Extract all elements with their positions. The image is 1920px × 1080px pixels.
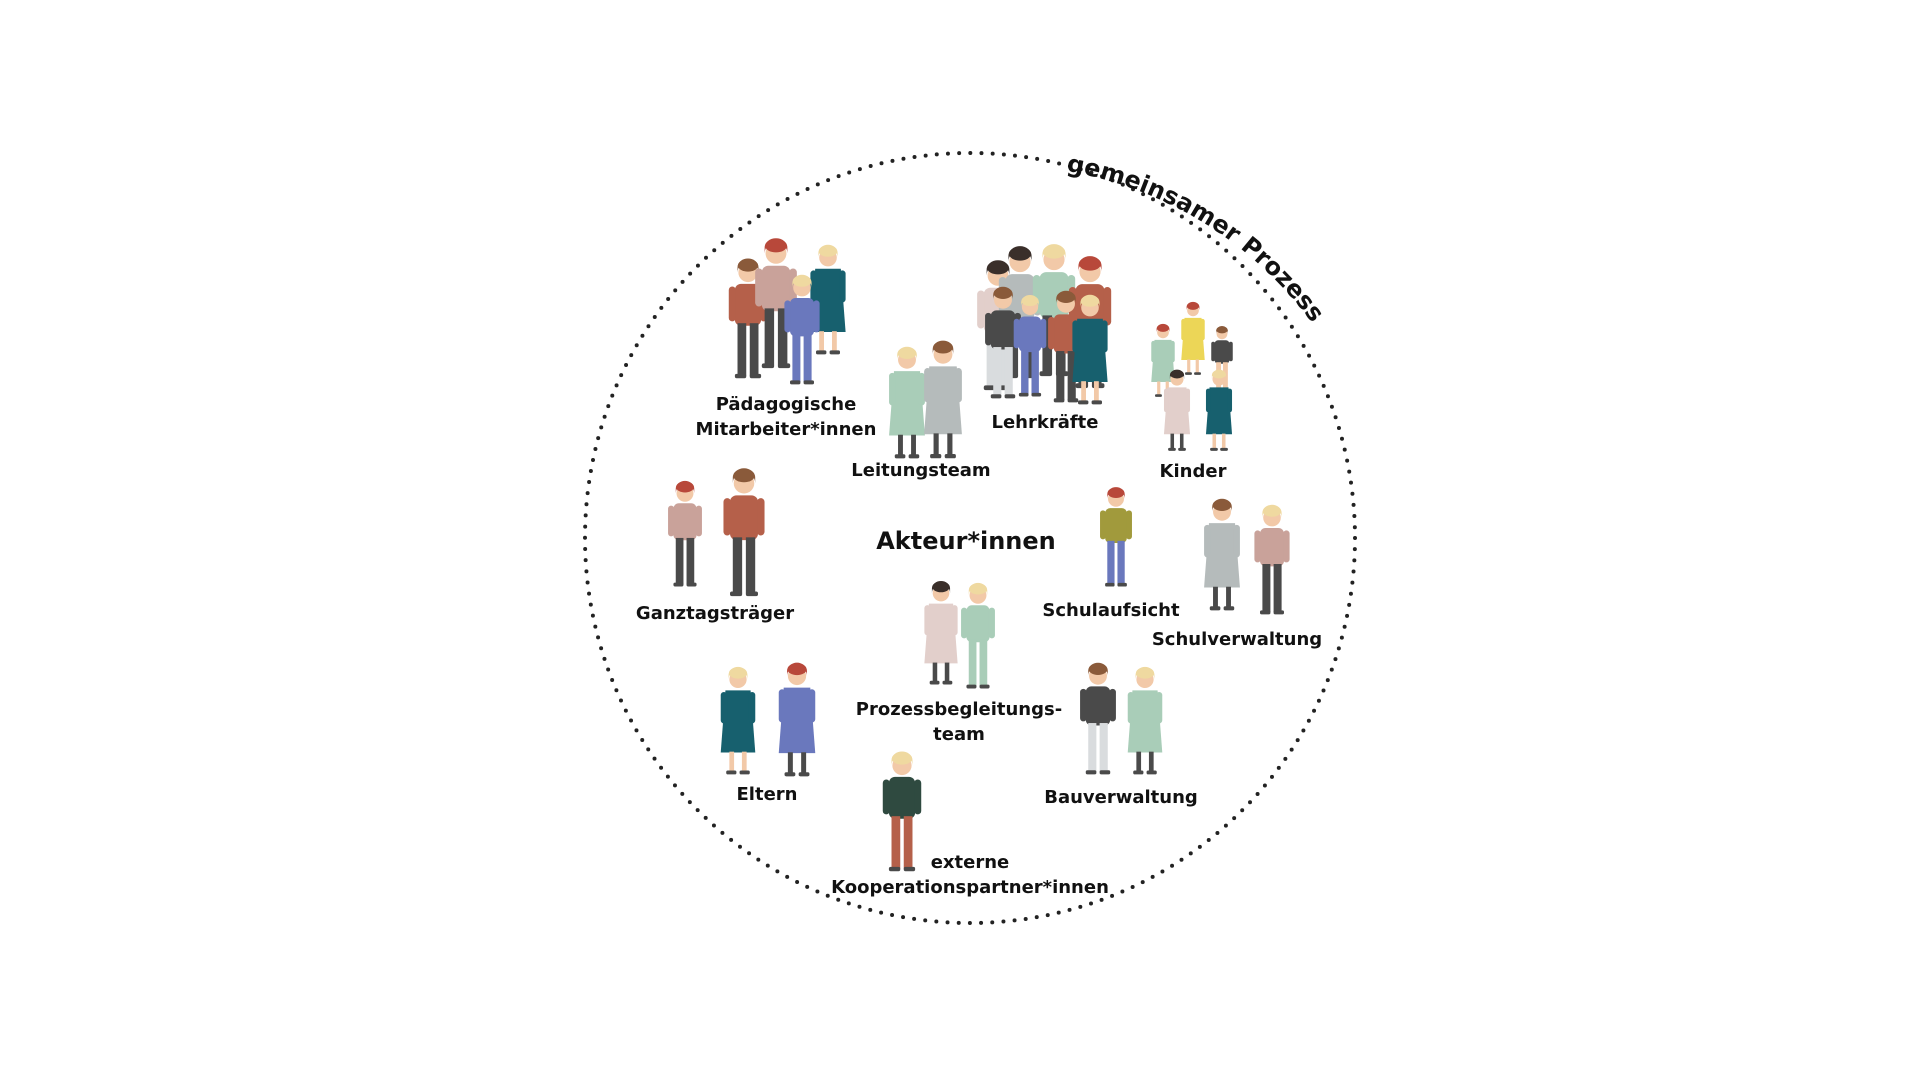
person-figure (1254, 504, 1290, 615)
label-leitungsteam: Leitungsteam (851, 460, 991, 481)
person-figure (723, 468, 765, 597)
label-prozessbegleitungsteam: Prozessbegleitungs- team (856, 697, 1062, 747)
person-figure (924, 580, 958, 685)
person-figure (924, 340, 962, 459)
label-externe-kooperationspartner: externe Kooperationspartner*innen (831, 850, 1109, 900)
process-boundary-circle (583, 151, 1357, 925)
label-schulaufsicht: Schulaufsicht (1042, 600, 1180, 621)
label-kinder: Kinder (1159, 461, 1227, 482)
label-ganztagstraeger: Ganztagsträger (635, 603, 795, 624)
label-paedagogische-mitarbeiter: Pädagogische Mitarbeiter*innen (696, 392, 877, 442)
label-lehrkraefte: Lehrkräfte (991, 412, 1099, 433)
person-figure (784, 274, 820, 385)
label-line: externe (930, 852, 1010, 873)
person-figure (1080, 662, 1116, 775)
label-line: Mitarbeiter*innen (695, 419, 877, 440)
person-figure (755, 238, 797, 369)
label-line: Prozessbegleitungs- (855, 699, 1063, 720)
person-figure (1013, 295, 1047, 397)
person-figure (778, 662, 816, 777)
person-figure (720, 666, 756, 775)
person-figure (1181, 301, 1205, 375)
person-figure (882, 751, 922, 872)
label-line: Kooperationspartner*innen (831, 877, 1109, 898)
person-figure (1072, 294, 1108, 405)
label-eltern: Eltern (736, 784, 798, 805)
person-figure (1151, 323, 1175, 397)
label-line: team (933, 724, 985, 745)
person-figure (1204, 498, 1240, 611)
person-figure (1127, 666, 1163, 775)
label-schulverwaltung: Schulverwaltung (1151, 629, 1323, 650)
center-title: Akteur*innen (876, 527, 1056, 555)
person-figure (1205, 369, 1233, 451)
person-figure (1100, 487, 1132, 587)
label-bauverwaltung: Bauverwaltung (1044, 787, 1198, 808)
person-figure (810, 244, 846, 355)
person-figure (1163, 369, 1191, 451)
person-figure (728, 258, 768, 379)
person-figure (668, 480, 702, 587)
person-figure (961, 582, 995, 689)
person-figure (889, 346, 925, 459)
people-figures (668, 238, 1290, 872)
label-line: Pädagogische (715, 394, 857, 415)
